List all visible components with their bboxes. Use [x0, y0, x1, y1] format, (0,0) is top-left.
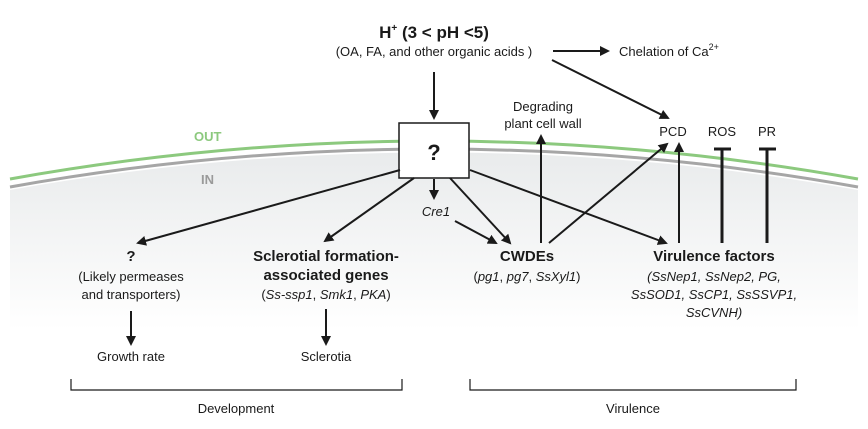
sclerotial-title-1: Sclerotial formation- — [253, 248, 399, 265]
cre1-label: Cre1 — [422, 204, 450, 219]
arrow-cwdes-to-pcd — [548, 142, 669, 244]
arrow-cre1-to-cwdes — [454, 220, 498, 244]
virulence-factors-line3: SsCVNH) — [686, 305, 742, 320]
development-bracket — [70, 379, 403, 391]
degrading-line2: plant cell wall — [504, 116, 581, 131]
sclerotial-title-2: associated genes — [263, 267, 388, 284]
unknown-line1: (Likely permeases — [78, 269, 184, 284]
arrow-sensor-to-unknown — [136, 169, 401, 246]
sclerotia-label: Sclerotia — [301, 349, 352, 364]
chelation-label: Chelation of Ca2+ — [619, 42, 719, 59]
ph-title: H+ (3 < pH <5) — [379, 23, 489, 42]
in-label: IN — [201, 172, 214, 187]
virulence-label: Virulence — [606, 401, 660, 416]
development-label: Development — [198, 401, 275, 416]
sclerotial-genes: (Ss-ssp1, Smk1, PKA) — [261, 287, 390, 302]
out-label: OUT — [194, 129, 222, 144]
arrow-sensor-to-sclerotial — [323, 177, 415, 243]
pcd-label: PCD — [659, 124, 686, 139]
virulence-bracket — [469, 379, 797, 391]
growth-rate-label: Growth rate — [97, 349, 165, 364]
arrow-ph-to-pcd — [551, 59, 670, 119]
ros-label: ROS — [708, 124, 737, 139]
arrow-sensor-to-cwdes — [449, 177, 512, 245]
unknown-title: ? — [126, 248, 135, 265]
virulence-factors-line1: (SsNep1, SsNep2, PG, — [647, 269, 781, 284]
cwdes-title: CWDEs — [500, 248, 554, 265]
pr-label: PR — [758, 124, 776, 139]
arrow-sensor-to-virulence-factors — [469, 169, 668, 245]
cwdes-genes: (pg1, pg7, SsXyl1) — [473, 269, 580, 284]
inhibition-group — [714, 147, 776, 243]
ph-subtitle: (OA, FA, and other organic acids ) — [336, 44, 533, 59]
virulence-factors-line2: SsSOD1, SsCP1, SsSSVP1, — [631, 287, 797, 302]
arrow-group — [126, 46, 684, 346]
sensor-label: ? — [427, 140, 440, 165]
virulence-factors-title: Virulence factors — [653, 248, 774, 265]
unknown-line2: and transporters) — [82, 287, 181, 302]
sensor-box — [398, 122, 470, 179]
cell-interior — [10, 152, 858, 330]
degrading-line1: Degrading — [513, 99, 573, 114]
